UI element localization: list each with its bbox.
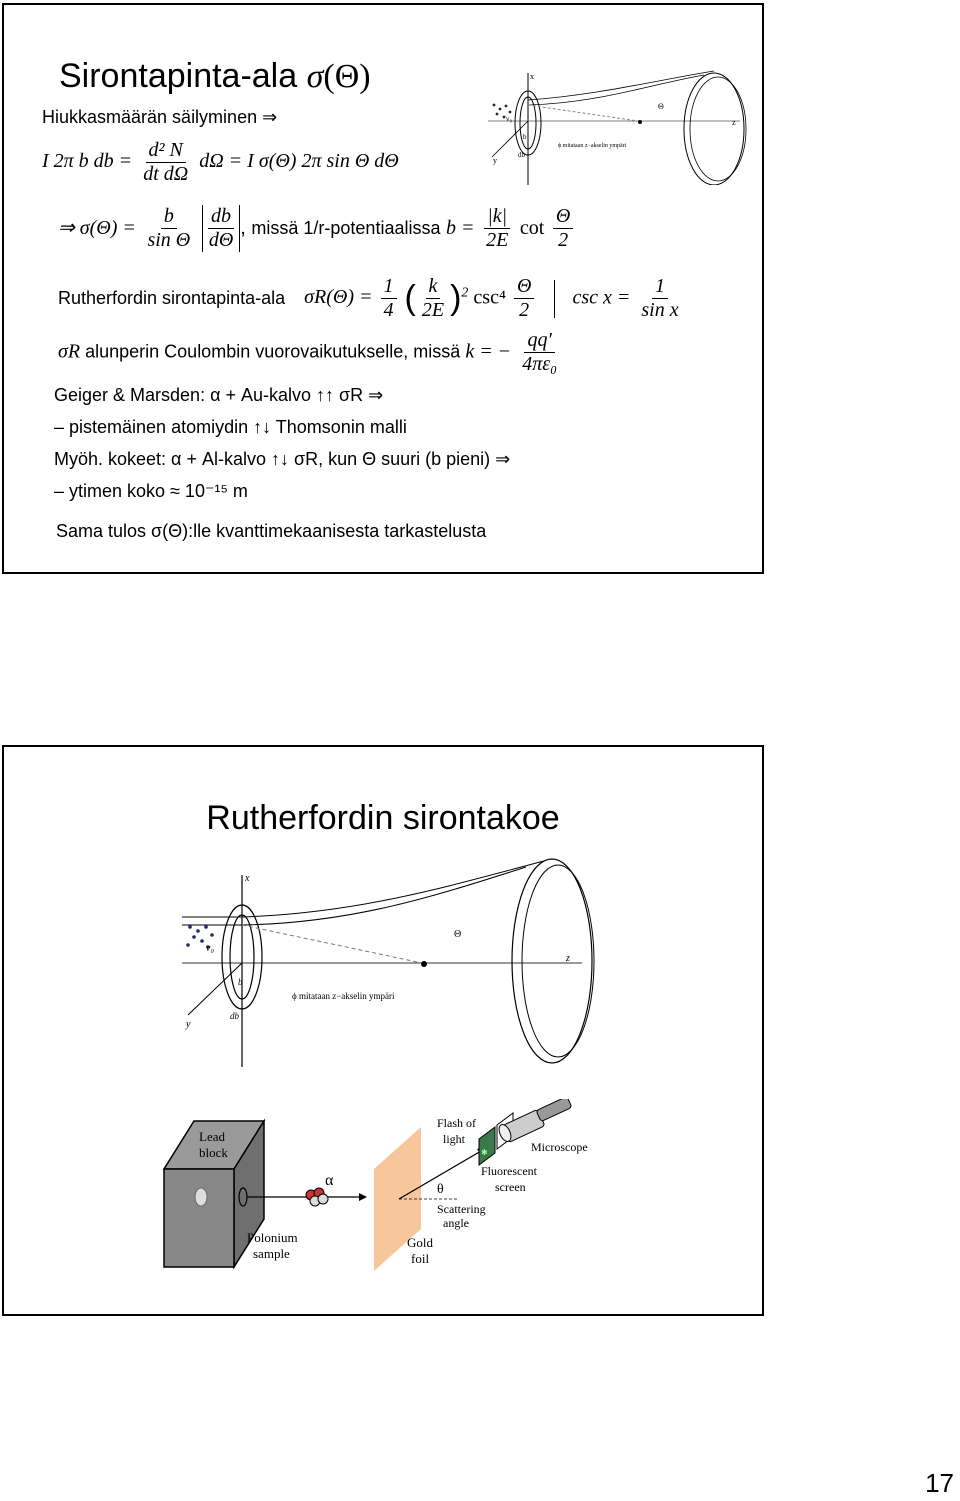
axis-x-label: x [530,72,534,81]
gold-foil-label-2: foil [411,1251,429,1266]
axis-z-label: z [565,953,570,964]
gold-foil [374,1127,421,1271]
lead-block-label-2: block [199,1145,228,1160]
fluorescent-label-2: screen [495,1180,526,1194]
geiger-marsden-line: Geiger & Marsden: α + Au-kalvo ↑↑ σR ⇒ [54,385,384,405]
flash-label-1: Flash of [437,1116,476,1130]
polonium-label-2: sample [253,1246,290,1261]
fluorescent-label-1: Fluorescent [481,1164,538,1178]
theta-label: θ [437,1182,444,1197]
conclusion-line: Sama tulos σ(Θ):lle kvanttimekaanisesta … [56,521,487,541]
rutherford-experiment-illustration: Lead block Polonium sample α Gold foil θ… [162,1099,588,1271]
microscope [498,1099,572,1143]
axis-y-label: y [493,156,497,165]
v0-label: v₀ [506,115,513,123]
flash-label-2: light [443,1132,466,1146]
scattering-geometry-diagram-small: x y z v₀ b db Θ ϕ mitataan z−akselin ymp… [488,70,747,185]
point-nucleus-line: – pistemäinen atomiydin ↑↓ Thomsonin mal… [54,417,407,437]
polonium-sample [194,1187,208,1207]
axis-y-label: y [185,1019,191,1030]
lead-block-label-1: Lead [199,1129,225,1144]
slide-title: Rutherfordin sirontakoe [206,799,560,837]
microscope-label: Microscope [531,1140,588,1154]
conservation-heading: Hiukkasmäärän säilyminen ⇒ [42,107,278,127]
beam-particles [186,925,214,949]
nucleus-size-line: – ytimen koko ≈ 10⁻¹⁵ m [54,481,248,501]
b-label: b [238,977,243,987]
axis-x-label: x [244,873,250,884]
db-label: db [230,1011,240,1021]
scattering-angle-label-2: angle [443,1216,469,1230]
gold-foil-label-1: Gold [407,1235,434,1250]
lead-block-front [163,1168,235,1268]
theta-label: Θ [658,102,664,111]
phi-note: ϕ mitataan z−akselin ympäri [558,143,627,149]
slide-sirontapinta-ala: Sirontapinta-ala σ(Θ) x y z v₀ b db Θ ϕ … [2,3,764,574]
polonium-label-1: Polonium [247,1230,298,1245]
later-experiments-line: Myöh. kokeet: α + Al-kalvo ↑↓ σR, kun Θ … [54,449,511,469]
scattering-geometry-diagram: x y z v₀ b db Θ ϕ mitataan z−akselin ymp… [182,858,595,1067]
v0-label: v₀ [206,943,214,954]
db-label: db [518,151,526,159]
slide-rutherfordin-sirontakoe: Rutherfordin sirontakoe x y z v₀ b db Θ … [2,745,764,1316]
scattering-angle-label-1: Scattering [437,1202,486,1216]
beam-particles [492,103,512,119]
alpha-label: α [325,1172,334,1189]
axis-z-label: z [732,118,736,127]
phi-note: ϕ mitataan z−akselin ympäri [292,991,395,1001]
page-number: 17 [925,1468,954,1498]
theta-label: Θ [454,929,461,940]
fluorescent-screen [478,1126,496,1166]
svg-text:✱: ✱ [481,1148,488,1157]
coulomb-line: σR alunperin Coulombin vuorovaikutuksell… [58,329,558,375]
slide-title: Sirontapinta-ala σ(Θ) [59,57,371,95]
b-label: b [523,133,527,141]
alpha-particle [305,1187,329,1207]
